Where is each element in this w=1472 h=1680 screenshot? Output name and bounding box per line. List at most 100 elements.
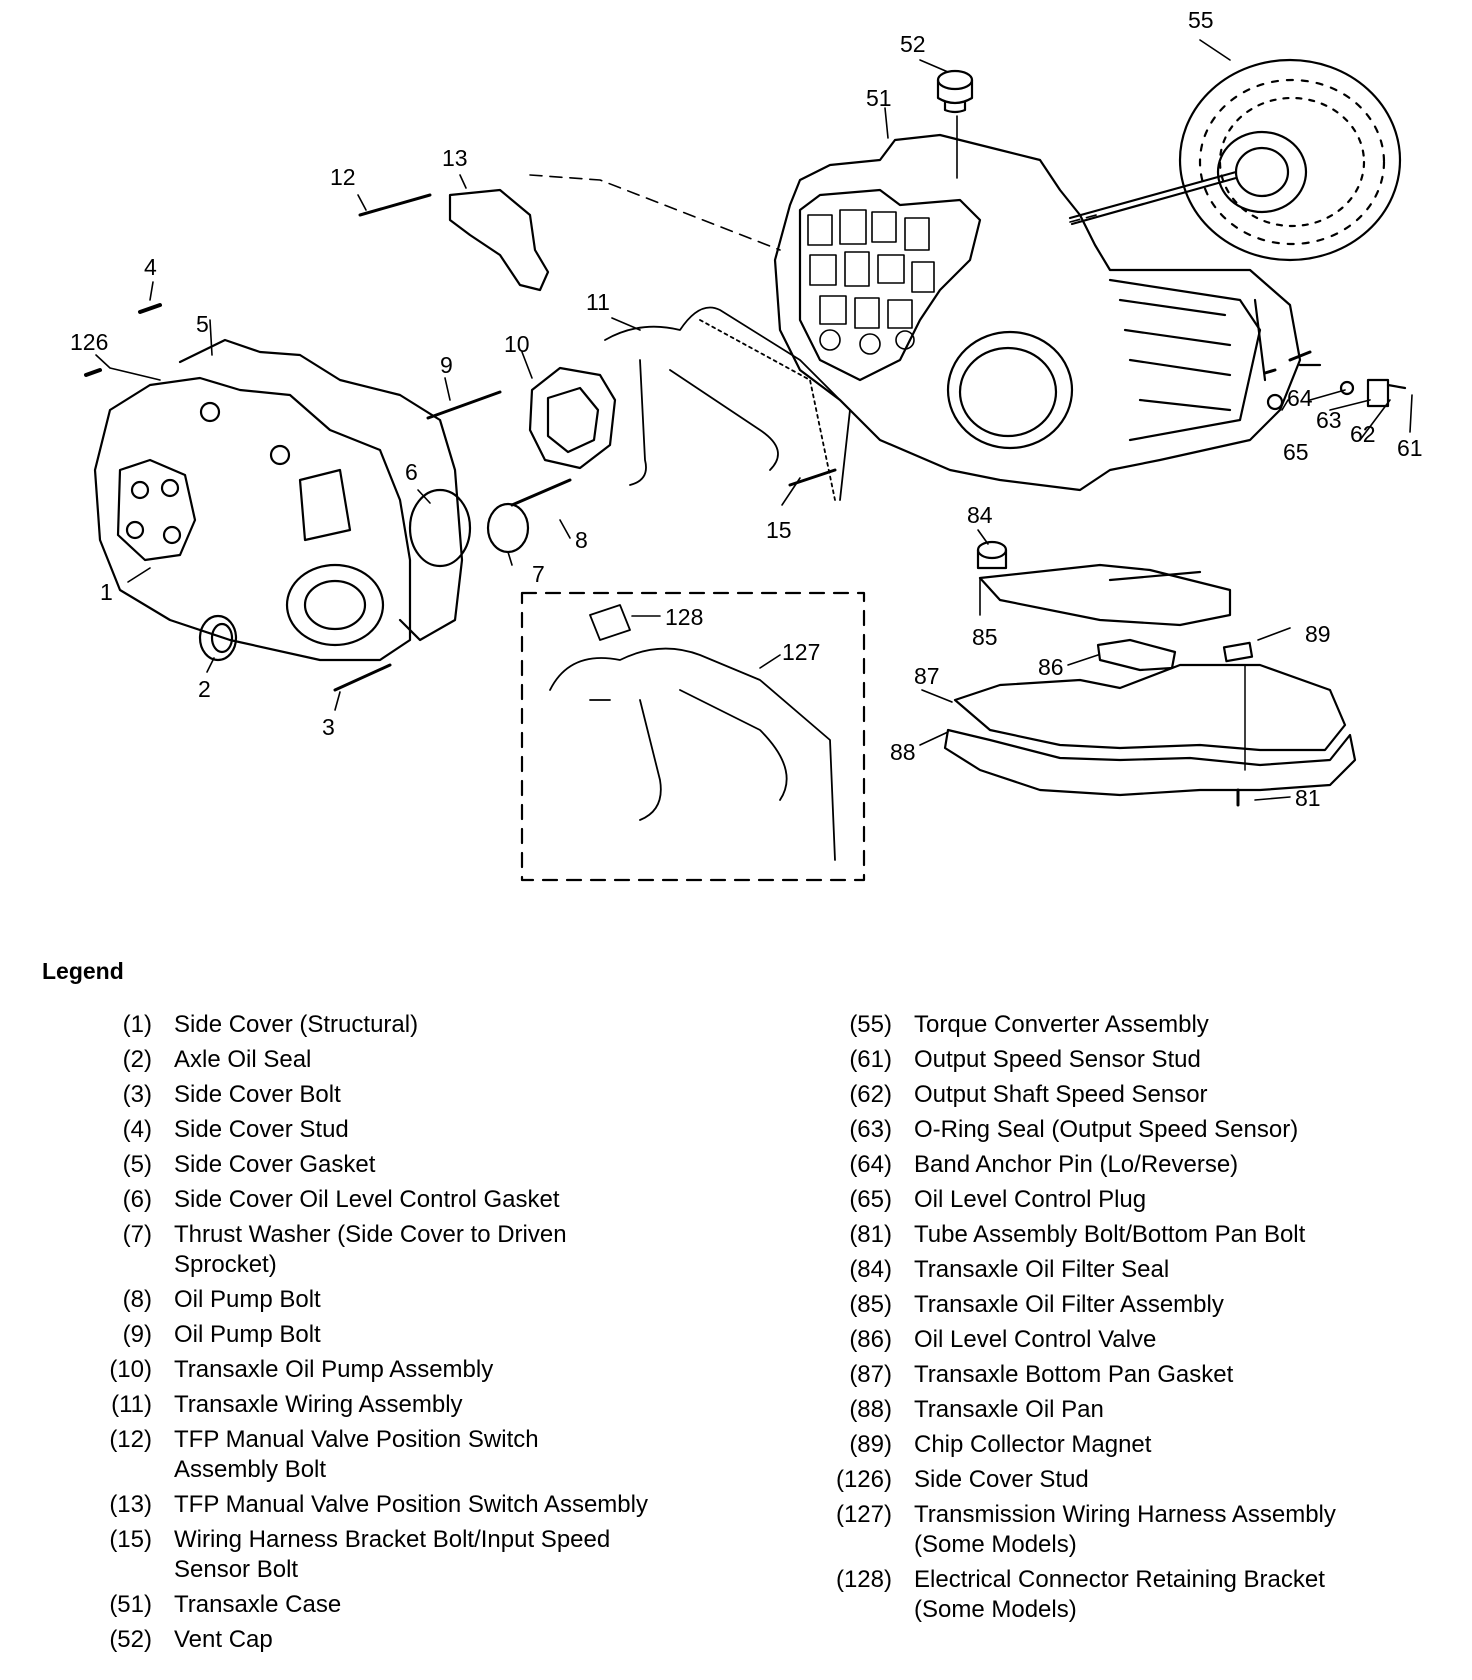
legend-item-description: Output Speed Sensor Stud	[914, 1046, 1201, 1073]
callout-127: 127	[782, 639, 820, 665]
legend-item: (64) Band Anchor Pin (Lo/Reverse)	[820, 1150, 1450, 1180]
legend-item: (4)Side Cover Stud	[80, 1115, 760, 1145]
legend-item: (62)Output Shaft Speed Sensor	[820, 1080, 1450, 1110]
legend-item-number: (55)	[849, 1011, 892, 1038]
legend-item-number: (65)	[849, 1186, 892, 1213]
legend-item: (13)TFP Manual Valve Position Switch Ass…	[80, 1490, 760, 1520]
legend-item-description: Transaxle Bottom Pan Gasket	[914, 1361, 1234, 1388]
callout-81: 81	[1295, 785, 1321, 811]
legend-item: (1) Side Cover (Structural)	[80, 1010, 760, 1040]
legend-item-number: (11)	[111, 1391, 152, 1418]
legend-item-description: Transaxle Oil Pump Assembly	[174, 1356, 494, 1383]
legend-item: (65)Oil Level Control Plug	[820, 1185, 1450, 1215]
legend-item-number: (5)	[122, 1151, 152, 1178]
legend-item-description: Side Cover Gasket	[174, 1151, 376, 1178]
callout-3: 3	[322, 714, 335, 740]
wiring-harness-illustration	[549, 604, 836, 861]
legend-item-number: (61)	[849, 1046, 892, 1073]
side-cover-gasket-illustration	[178, 338, 464, 642]
callout-1: 1	[100, 579, 113, 605]
legend-item-number: (3)	[122, 1081, 152, 1108]
legend-item: (12)TFP Manual Valve Position Switch Ass…	[80, 1425, 760, 1485]
oil-level-control-valve-illustration	[1096, 638, 1177, 672]
legend-item-description: Transaxle Oil Pan	[914, 1396, 1104, 1423]
callout-6: 6	[405, 459, 418, 485]
legend-item: (6)Side Cover Oil Level Control Gasket	[80, 1185, 760, 1215]
legend-item-number: (89)	[849, 1431, 892, 1458]
legend-item: (9)Oil Pump Bolt	[80, 1320, 760, 1350]
legend-item-description: Transaxle Oil Filter Seal	[914, 1256, 1170, 1283]
legend-item: (87) Transaxle Bottom Pan Gasket	[820, 1360, 1450, 1390]
legend-item: (55) Torque Converter Assembly	[820, 1010, 1450, 1040]
legend-item-description: Electrical Connector Retaining Bracket (…	[914, 1566, 1325, 1623]
legend-item-description: Chip Collector Magnet	[914, 1431, 1152, 1458]
legend-item-number: (85)	[849, 1291, 892, 1318]
chip-collector-magnet-illustration	[1222, 641, 1254, 663]
legend-item-description: Band Anchor Pin (Lo/Reverse)	[914, 1151, 1239, 1178]
wiring-assembly-illustration	[604, 306, 851, 501]
legend-item-number: (88)	[849, 1396, 892, 1423]
callout-128: 128	[665, 604, 703, 630]
oil-filter-illustration	[976, 540, 1232, 627]
legend-item-number: (84)	[849, 1256, 892, 1283]
callout-55: 55	[1188, 7, 1214, 33]
legend-item-description: Transaxle Case	[174, 1591, 342, 1618]
legend-item-number: (127)	[835, 1501, 892, 1528]
axle-oil-seal-illustration	[198, 614, 238, 662]
speed-sensor-illustration	[1266, 363, 1407, 411]
legend-item-description: O-Ring Seal (Output Speed Sensor)	[914, 1116, 1299, 1143]
legend-item-description: Oil Pump Bolt	[174, 1286, 321, 1313]
tfp-switch-illustration	[448, 188, 550, 292]
legend-left-column: (1) Side Cover (Structural) (2) Axle Oil Se…	[80, 1010, 760, 1660]
callout-51: 51	[866, 85, 892, 111]
callout-8: 8	[575, 527, 588, 553]
torque-converter-illustration	[1068, 58, 1402, 262]
legend-item-number: (86)	[849, 1326, 892, 1353]
legend-item-number: (2)	[122, 1046, 152, 1073]
legend-item-number: (81)	[849, 1221, 892, 1248]
transaxle-case-illustration	[773, 133, 1302, 492]
legend-item-description: Transaxle Wiring Assembly	[174, 1391, 463, 1418]
legend-item-description: Side Cover Oil Level Control Gasket	[174, 1186, 560, 1213]
legend-item-description: Torque Converter Assembly	[914, 1011, 1209, 1038]
legend-item-number: (4)	[122, 1116, 152, 1143]
legend-item: (61) Output Speed Sensor Stud	[820, 1045, 1450, 1075]
legend-item: (3) Side Cover Bolt	[80, 1080, 760, 1110]
legend-item-number: (1)	[122, 1011, 152, 1038]
legend-item-description: Axle Oil Seal	[174, 1046, 312, 1073]
callout-65: 65	[1283, 439, 1309, 465]
legend-item: (89) Chip Collector Magnet	[820, 1430, 1450, 1460]
callout-10: 10	[504, 331, 530, 357]
legend-item-number: (87)	[849, 1361, 892, 1388]
legend-item-description: Side Cover Bolt	[174, 1081, 341, 1108]
legend-item-number: (12)	[109, 1426, 152, 1453]
callout-13: 13	[442, 145, 468, 171]
legend-item: (5) Side Cover Gasket	[80, 1150, 760, 1180]
callout-5: 5	[196, 311, 209, 337]
legend-item-number: (63)	[849, 1116, 892, 1143]
legend-item-description: Transaxle Oil Filter Assembly	[914, 1291, 1224, 1318]
legend-item: (51) Transaxle Case	[80, 1590, 760, 1620]
callout-12: 12	[330, 164, 356, 190]
legend-item-number: (7)	[122, 1221, 152, 1248]
legend-item: (127) Transmission Wiring Harness Assembl…	[820, 1500, 1450, 1560]
legend-item-description: Side Cover (Structural)	[174, 1011, 419, 1038]
callout-2: 2	[198, 676, 211, 702]
legend-item: (8) Oil Pump Bolt	[80, 1285, 760, 1315]
legend-item-description: Thrust Washer (Side Cover to Driven Spro…	[174, 1221, 567, 1278]
callout-4: 4	[144, 254, 157, 280]
legend-item-description: Vent Cap	[174, 1626, 273, 1653]
legend-item: (85) Transaxle Oil Filter Assembly	[820, 1290, 1450, 1320]
oil-pan-illustration	[943, 728, 1357, 797]
legend-item-description: Transmission Wiring Harness Assembly (So…	[914, 1501, 1336, 1558]
legend-item-number: (51)	[109, 1591, 152, 1618]
leader-lines	[95, 39, 1413, 801]
legend-item: (86)Oil Level Control Valve	[820, 1325, 1450, 1355]
legend-item-number: (52)	[109, 1626, 152, 1653]
legend-item-number: (8)	[122, 1286, 152, 1313]
callout-61: 61	[1397, 435, 1423, 461]
legend-item-number: (10)	[109, 1356, 152, 1383]
callout-63: 63	[1316, 407, 1342, 433]
callout-11: 11	[586, 289, 610, 315]
legend-item-number: (64)	[849, 1151, 892, 1178]
